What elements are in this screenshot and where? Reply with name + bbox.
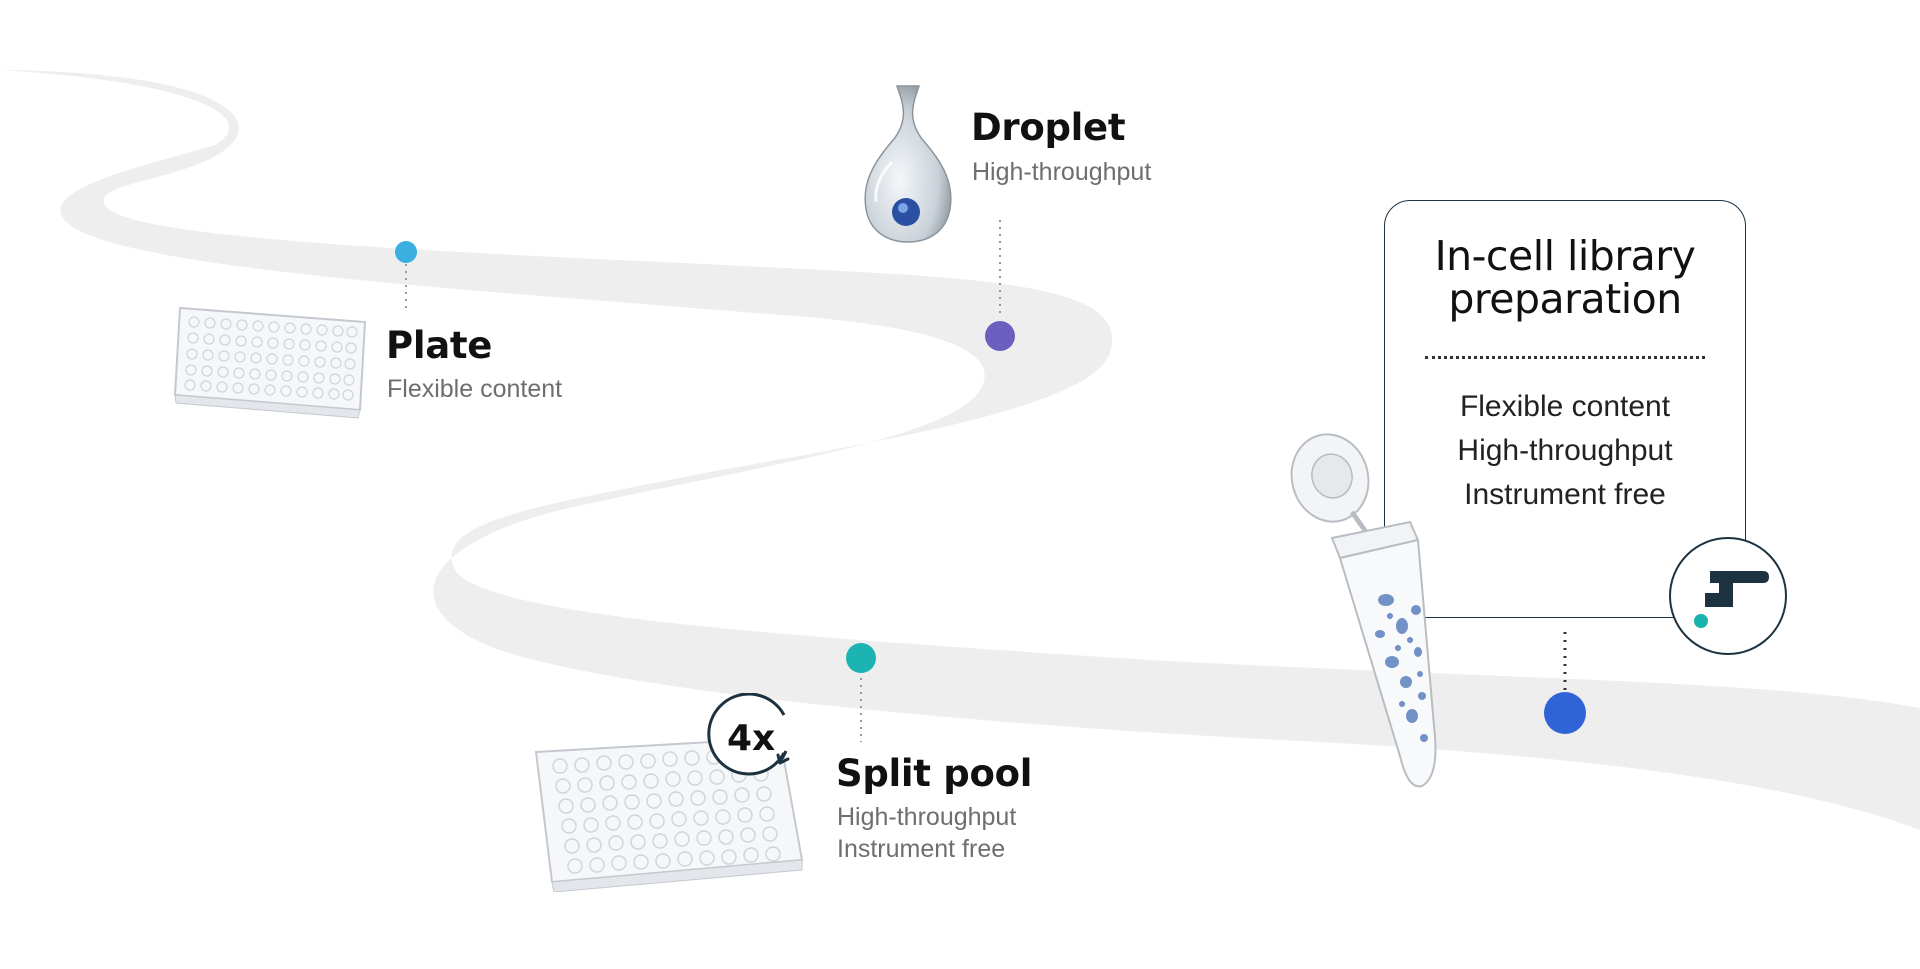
plate-image [173,306,367,419]
plate-dot [395,241,417,263]
tube-icon [1290,433,1437,788]
in-cell-feature-1: Flexible content [1459,390,1671,423]
in-cell-title-line-2: preparation [1448,275,1682,323]
plate-title: Plate [386,324,493,367]
card-separator [1425,356,1705,359]
in-cell-feature-3: Instrument free [1464,478,1666,511]
in-cell-title: In-cell library preparation [1385,235,1745,321]
in-cell-feature-2: High-throughput [1457,434,1673,467]
cycle-arrow-icon [707,693,790,776]
split-pool-subtitle-2: Instrument free [837,835,1006,863]
in-cell-dot [1544,692,1586,734]
in-cell-features: Flexible content High-throughput Instrum… [1385,385,1745,517]
split-pool-dot [846,643,876,673]
cycle-count-label: 4x [727,718,776,759]
droplet-subtitle: High-throughput [972,158,1152,186]
brand-logo-badge [1669,537,1787,655]
road-path [0,70,1920,830]
in-cell-title-line-1: In-cell library [1434,232,1696,280]
droplet-icon [864,85,952,243]
droplet-image [864,85,952,243]
well-plate-icon [534,736,804,892]
droplet-title: Droplet [971,106,1126,149]
plate-subtitle: Flexible content [387,375,563,403]
droplet-dot [985,321,1015,351]
brand-logo-icon [1694,571,1769,628]
in-cell-card: In-cell library preparation Flexible con… [1384,200,1746,618]
split-pool-subtitle-1: High-throughput [837,803,1017,831]
tube-image [1290,433,1437,788]
split-pool-plate-image [534,736,804,892]
split-pool-title: Split pool [836,752,1033,795]
well-plate-icon [173,306,367,419]
